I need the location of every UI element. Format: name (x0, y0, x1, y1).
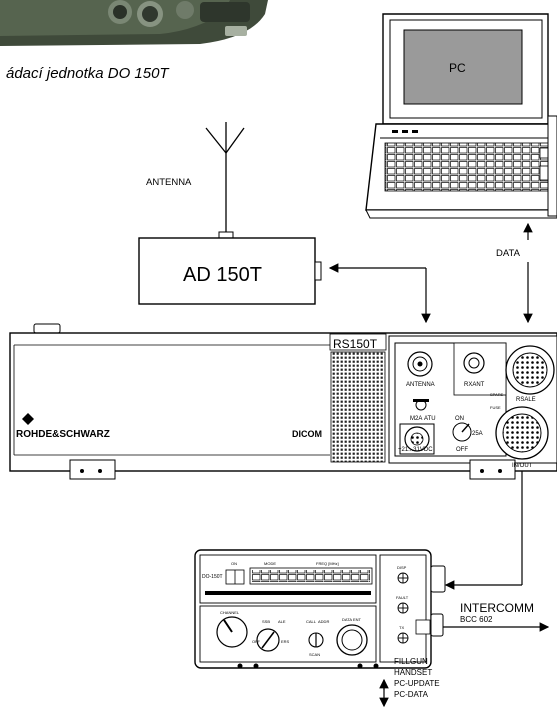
controller-freq-label: FREQ [MHz] (316, 561, 339, 566)
radio-off-label: OFF (456, 447, 468, 453)
fill-line: PC-DATA (394, 690, 429, 699)
laptop-pc (365, 13, 557, 219)
radio-m2a-label: M2A (410, 416, 422, 422)
controller-ale-label: ALE (278, 619, 286, 624)
controller-disp-label: DISP (397, 565, 407, 570)
antenna-icon (205, 122, 245, 239)
radio-rsale-label: RSALE (516, 397, 536, 403)
bcc-label: BCC 602 (460, 615, 493, 624)
radio-spare-label: SPARE (490, 392, 504, 397)
radio-brand: ROHDE&SCHWARZ (16, 429, 110, 440)
controller-dataent-label: DATA ENT (342, 617, 362, 622)
controller-fault-label: FAULT (396, 595, 409, 600)
radio-power-label: +21...31VDC (398, 447, 433, 453)
radio-amp-label: 25A (472, 431, 483, 437)
radio-rxant-label: RXANT (464, 382, 485, 388)
caption: ádací jednotka DO 150T (6, 65, 170, 82)
controller-off-label: OFF (252, 639, 261, 644)
radio-model: RS150T (333, 337, 378, 351)
controller-ers-label: ERS (281, 639, 290, 644)
radio-fuse-label: FUSE (490, 405, 501, 410)
ad150t-label: AD 150T (183, 264, 262, 286)
controller-channel-label: CHANNEL (220, 610, 240, 615)
controller-addr-label: ADDR (318, 619, 329, 624)
radio-antenna-label: ANTENNA (406, 382, 435, 388)
controller-on-label: ON (231, 561, 237, 566)
controller-tx-label: TX (399, 625, 404, 630)
radio-inout-label: IN/OUT (512, 463, 533, 469)
ad150t-box (138, 237, 322, 305)
fill-line: HANDSET (394, 668, 432, 677)
controller-ssb-label: SSB (262, 619, 270, 624)
controller-call-label: CALL (306, 619, 317, 624)
controller-mode-label: MODE (264, 561, 276, 566)
radio-atu-label: ATU (424, 416, 436, 422)
intercomm-label: INTERCOMM (460, 601, 534, 615)
radio-unit (9, 323, 557, 480)
fill-labels: FILLGUN HANDSET PC-UPDATE PC-DATA (394, 657, 440, 699)
fill-line: FILLGUN (394, 657, 428, 666)
antenna-label: ANTENNA (146, 177, 192, 188)
equipment-photo (0, 0, 268, 46)
fill-line: PC-UPDATE (394, 679, 440, 688)
data-label: DATA (496, 248, 521, 259)
controller-model: DO-150T (202, 574, 223, 580)
radio-name: DICOM (292, 429, 322, 439)
controller-scan-label: SCAN (309, 652, 320, 657)
pc-label: PC (449, 61, 466, 75)
controller-unit (194, 549, 446, 669)
radio-on-label: ON (455, 416, 464, 422)
